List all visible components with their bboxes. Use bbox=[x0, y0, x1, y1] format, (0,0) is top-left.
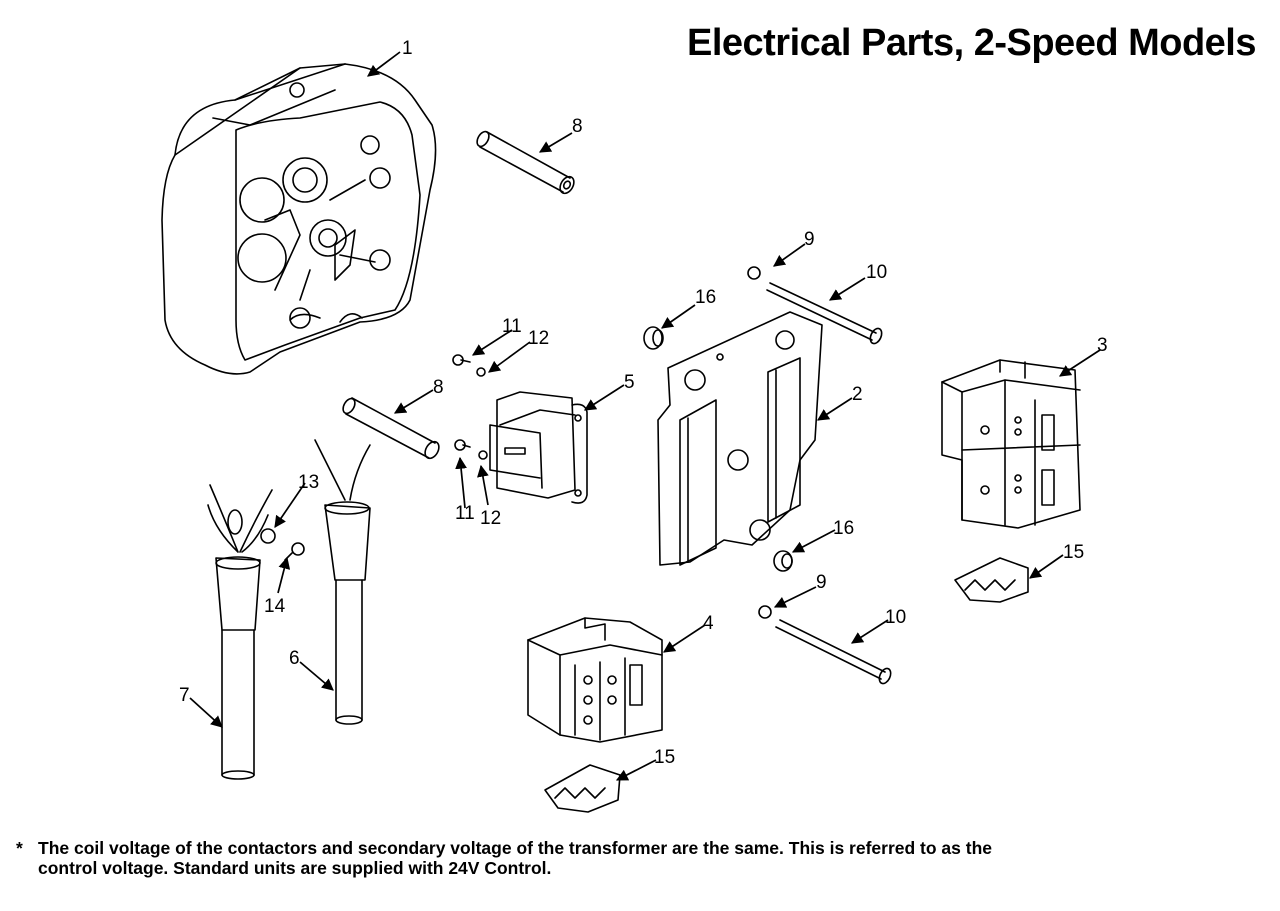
callout-5: 5 bbox=[624, 372, 635, 393]
part-11-12-screws bbox=[452, 354, 488, 460]
callout-7: 7 bbox=[179, 685, 190, 706]
part-13-washer bbox=[260, 528, 276, 544]
part-2-mounting-plate bbox=[657, 311, 823, 566]
callout-1: 1 bbox=[402, 38, 413, 59]
part-16-push-nut-top bbox=[643, 326, 664, 350]
callout-3: 3 bbox=[1097, 335, 1108, 356]
callout-10-lower: 10 bbox=[885, 607, 906, 628]
part-9-washer-top bbox=[747, 266, 761, 280]
page-title: Electrical Parts, 2-Speed Models bbox=[686, 22, 1257, 64]
footnote-marker: * bbox=[16, 838, 23, 858]
callout-13: 13 bbox=[298, 472, 319, 493]
callout-8-top: 8 bbox=[572, 116, 583, 137]
part-15-terminal-block-lower bbox=[544, 764, 621, 813]
part-15-terminal-block-right bbox=[954, 557, 1029, 603]
callout-12-top: 12 bbox=[528, 328, 549, 349]
part-6-cord bbox=[314, 439, 371, 725]
callout-9-top: 9 bbox=[804, 229, 815, 250]
callout-16-lower: 16 bbox=[833, 518, 854, 539]
part-1-housing bbox=[161, 63, 437, 375]
callout-16-top: 16 bbox=[695, 287, 716, 308]
callout-14: 14 bbox=[264, 596, 286, 617]
callout-15-lower: 15 bbox=[654, 747, 675, 768]
callout-labels: 1 2 3 4 5 6 7 8 8 9 9 10 10 11 11 12 12 … bbox=[179, 38, 1108, 768]
part-5-transformer bbox=[489, 391, 588, 504]
footnote: * The coil voltage of the contactors and… bbox=[16, 838, 1266, 878]
callout-15-right: 15 bbox=[1063, 542, 1084, 563]
part-14-screw bbox=[284, 542, 305, 561]
part-8-tube-top bbox=[476, 130, 575, 195]
footnote-line-2: control voltage. Standard units are supp… bbox=[38, 858, 552, 878]
callout-6: 6 bbox=[289, 648, 300, 669]
leader-arrows bbox=[189, 51, 1101, 781]
part-9-washer-lower bbox=[758, 605, 772, 619]
callout-11-lower: 11 bbox=[455, 503, 475, 524]
callout-4: 4 bbox=[703, 613, 714, 634]
callout-10-top: 10 bbox=[866, 262, 887, 283]
callout-12-lower: 12 bbox=[480, 508, 501, 529]
footnote-text: The coil voltage of the contactors and s… bbox=[38, 838, 1266, 878]
part-10-rod-top bbox=[766, 282, 883, 345]
callout-2: 2 bbox=[852, 384, 863, 405]
part-16-push-nut-lower bbox=[773, 550, 793, 572]
part-10-rod-lower bbox=[775, 619, 892, 685]
callout-8-lower: 8 bbox=[433, 377, 444, 398]
footnote-line-1: The coil voltage of the contactors and s… bbox=[38, 838, 993, 858]
callout-11-top: 11 bbox=[502, 316, 522, 337]
part-4-contactor bbox=[527, 617, 663, 743]
part-7-cord bbox=[207, 484, 273, 780]
callout-9-lower: 9 bbox=[816, 572, 827, 593]
part-3-relay-assembly bbox=[941, 359, 1081, 529]
exploded-parts-diagram: 1 2 3 4 5 6 7 8 8 9 9 10 10 11 11 12 12 … bbox=[161, 38, 1108, 813]
part-8-tube-lower bbox=[342, 397, 440, 460]
